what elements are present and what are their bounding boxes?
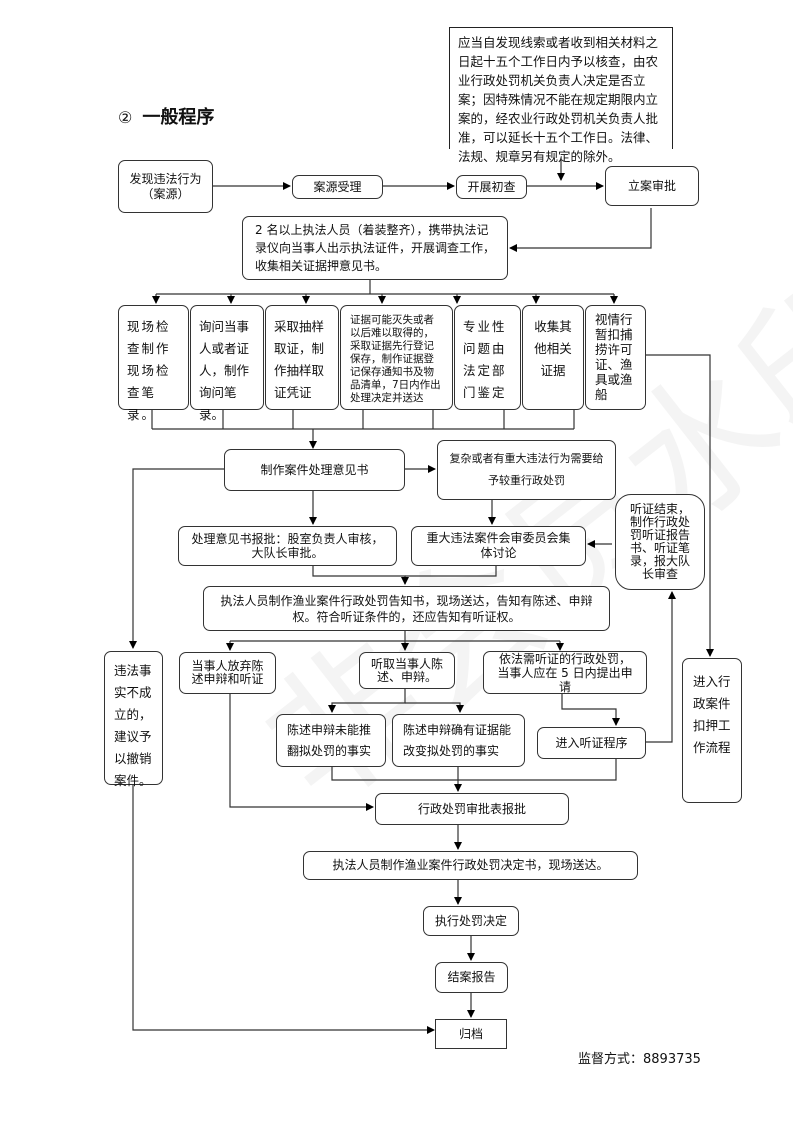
node-listen: 听取当事人陈述、申辩。 bbox=[359, 652, 455, 689]
arrow-approve-investigate bbox=[509, 208, 652, 252]
node-notice: 执法人员制作渔业案件行政处罚告知书，现场送达，告知有陈述、申辩权。符合听证条件的… bbox=[203, 586, 610, 631]
node-seize: 视情行暂扣捕捞许可证、渔具或渔船 bbox=[585, 305, 646, 410]
node-discover: 发现违法行为（案源） bbox=[118, 160, 213, 213]
node-expert: 专业性问题由法定部门鉴定 bbox=[454, 305, 521, 410]
node-execute: 执行处罚决定 bbox=[423, 906, 519, 936]
node-preserve: 证据可能灭失或者以后难以取得的，采取证据先行登记保存，制作证据登记保存通知书及物… bbox=[340, 305, 453, 410]
node-other-evidence: 收集其他相关证据 bbox=[522, 305, 584, 410]
node-committee: 重大违法案件会审委员会集体讨论 bbox=[411, 526, 586, 566]
node-report-approve: 处理意见书报批：股室负责人审核，大队长审批。 bbox=[178, 526, 397, 566]
supervision-label: 监督方式： bbox=[578, 1052, 644, 1067]
node-archive: 归档 bbox=[435, 1019, 507, 1049]
section-title-text: 一般程序 bbox=[142, 107, 215, 128]
node-initial-check: 开展初查 bbox=[456, 175, 527, 199]
section-title: ② 一般程序 bbox=[118, 103, 214, 129]
node-overturn: 陈述申辩确有证据能改变拟处罚的事实 bbox=[392, 714, 525, 767]
node-penalty-approve: 行政处罚审批表报批 bbox=[375, 793, 569, 825]
section-marker: ② bbox=[118, 108, 133, 127]
node-hearing-apply: 依法需听证的行政处罚，当事人应在 5 日内提出申请 bbox=[483, 651, 647, 694]
node-enter-seize: 进入行政案件扣押工作流程 bbox=[682, 658, 742, 803]
node-closing: 结案报告 bbox=[435, 962, 508, 993]
supervision-number: 8893735 bbox=[643, 1052, 701, 1067]
node-complex: 复杂或者有重大违法行为需要给予较重行政处罚 bbox=[437, 440, 616, 500]
node-opinion: 制作案件处理意见书 bbox=[224, 449, 405, 491]
node-not-overturn: 陈述申辩未能推翻拟处罚的事实 bbox=[276, 714, 386, 767]
node-enter-hearing: 进入听证程序 bbox=[537, 727, 646, 759]
node-approve-case: 立案审批 bbox=[605, 166, 699, 206]
node-sampling: 采取抽样取证，制作抽样取证凭证 bbox=[265, 305, 339, 410]
node-waive: 当事人放弃陈述申辩和听证 bbox=[179, 652, 276, 694]
node-not-established: 违法事实不成立的，建议予以撤销案件。 bbox=[104, 651, 163, 788]
node-hearing-end: 听证结束，制作行政处罚听证报告书、听证笔录，报大队长审查 bbox=[615, 494, 705, 590]
node-accept: 案源受理 bbox=[292, 175, 383, 199]
node-investigate: 2 名以上执法人员（着装整齐），携带执法记录仪向当事人出示执法证件，开展调查工作… bbox=[242, 216, 508, 280]
supervision-contact: 监督方式：8893735 bbox=[578, 1048, 701, 1067]
node-decision: 执法人员制作渔业案件行政处罚决定书，现场送达。 bbox=[303, 851, 638, 880]
node-onsite: 现场检查制作现场检查笔录。 bbox=[118, 305, 189, 422]
filing-deadline-note: 应当自发现线索或者收到相关材料之日起十五个工作日内予以核查，由农业行政处罚机关负… bbox=[449, 27, 673, 164]
node-inquiry: 询问当事人或者证人，制作询问笔录。 bbox=[190, 305, 264, 422]
